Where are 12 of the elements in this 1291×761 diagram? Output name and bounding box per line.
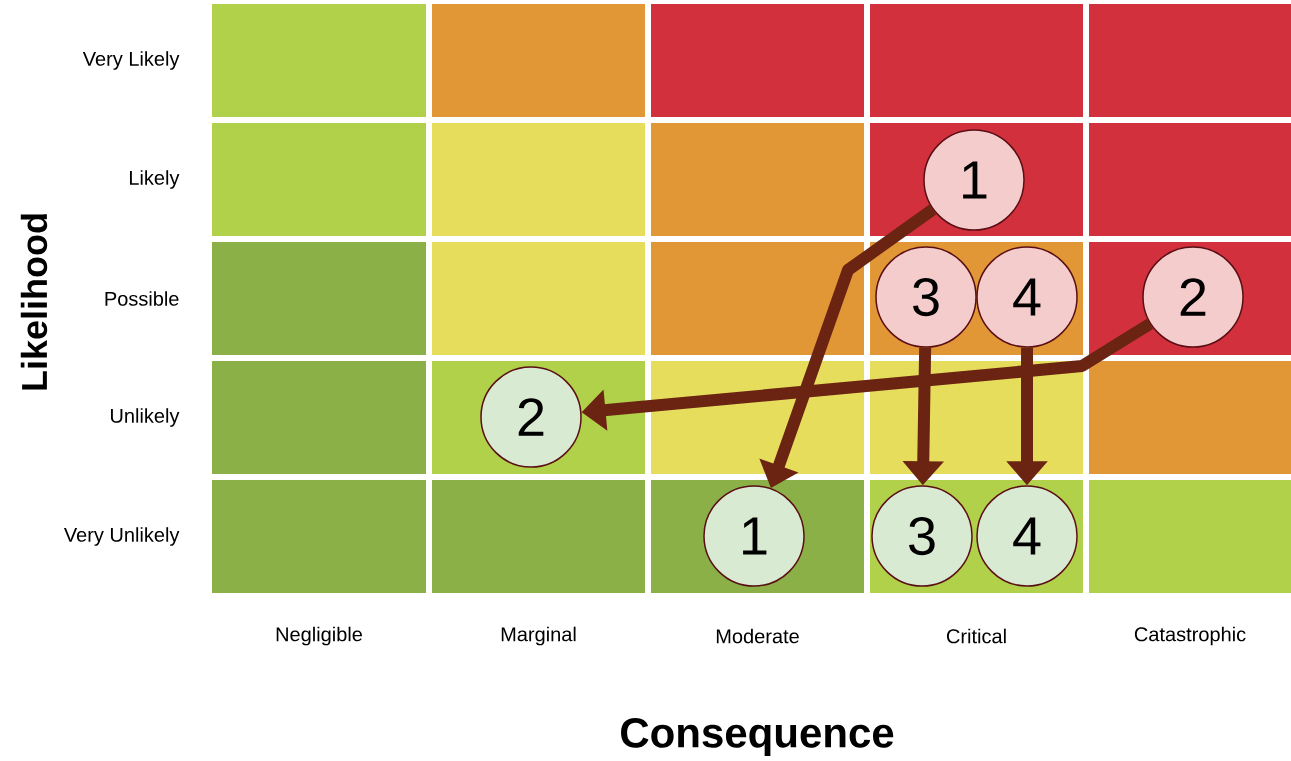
column-label: Catastrophic [1134,626,1246,646]
row-label: Possible [105,291,179,306]
row-label: Very Likely [82,51,180,70]
row-label: Very Unlikely [63,527,180,546]
column-label: Critical [946,628,1006,644]
column-label: Negligible [276,626,362,646]
row-label: Likely [130,170,180,189]
axis-title: Consequence [621,718,894,757]
axis-title: Likelihood [20,214,48,390]
column-label: Marginal [501,626,576,646]
row-label: Unlikely [111,408,180,427]
column-label: Moderate [716,628,799,644]
